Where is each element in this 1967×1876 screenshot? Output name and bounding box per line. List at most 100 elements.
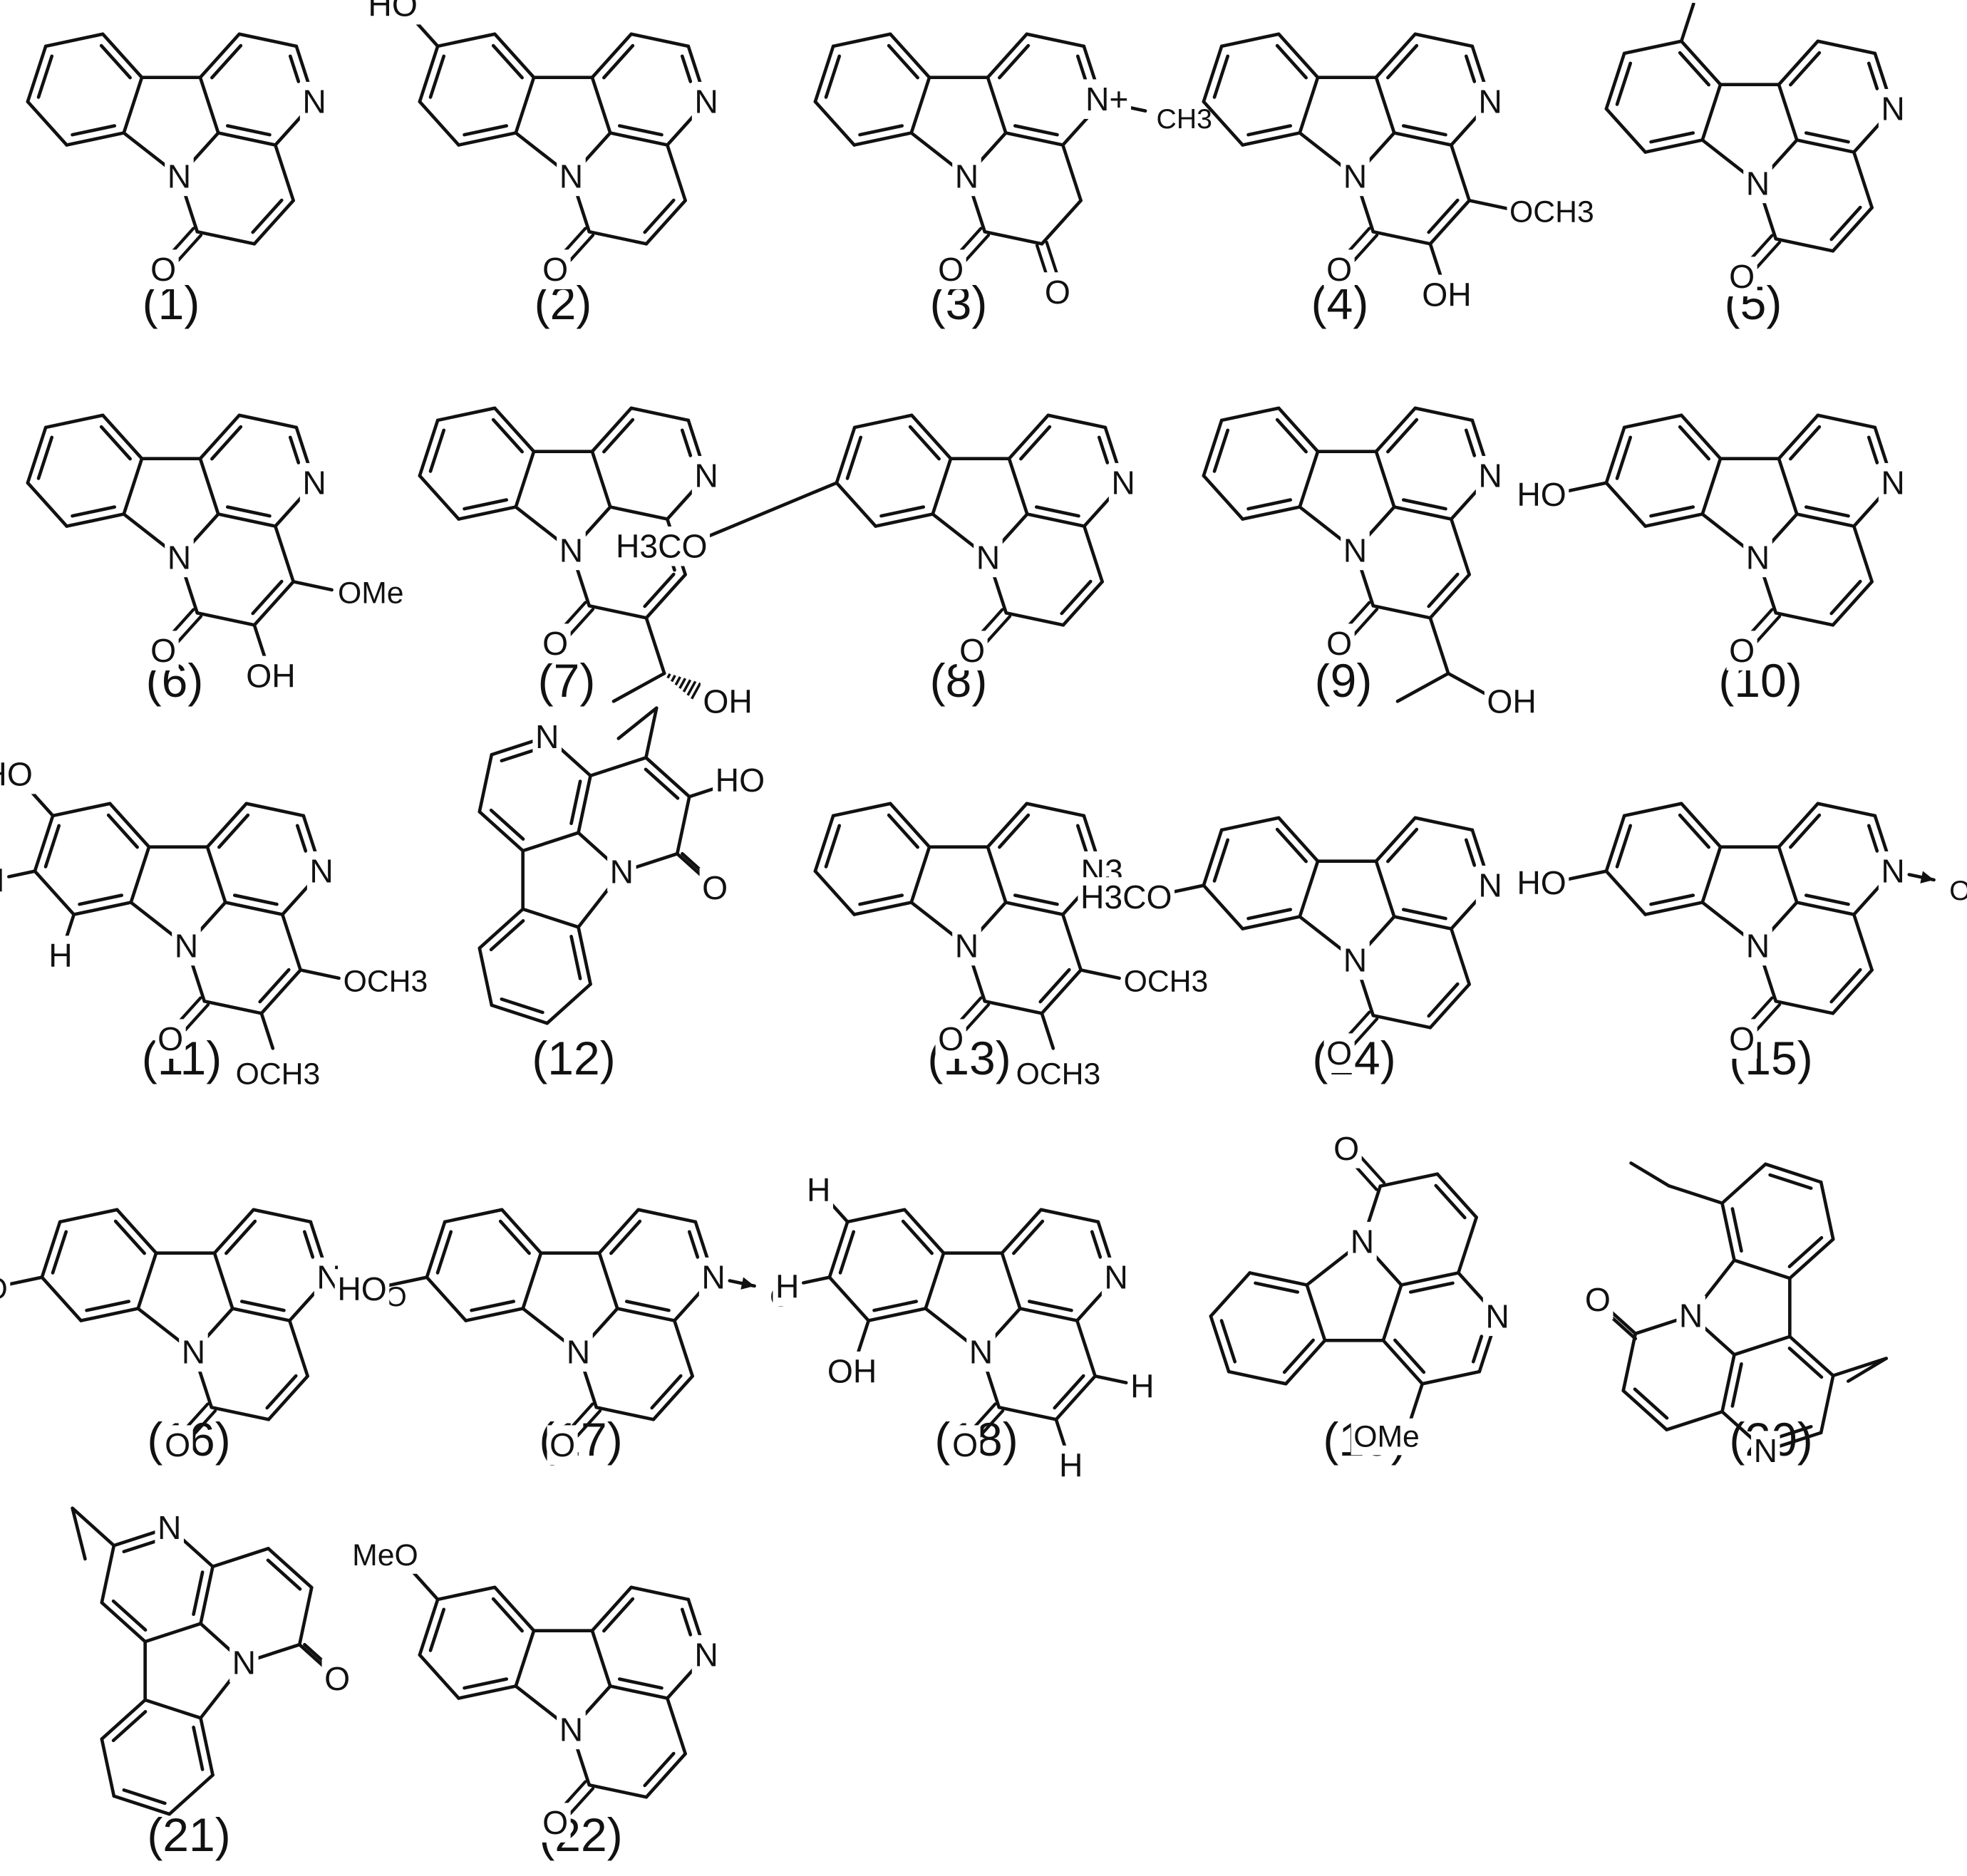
pyridine-n-label: N bbox=[535, 718, 559, 755]
indole-n-label: N bbox=[567, 1333, 590, 1370]
hydrogen-label: H bbox=[1059, 1447, 1083, 1484]
carbonyl-o-label: O bbox=[952, 1426, 978, 1463]
indole-n-label: N bbox=[182, 1333, 205, 1370]
carbonyl-o-label: O bbox=[1326, 625, 1352, 662]
hydrogen-label: H bbox=[775, 1268, 799, 1305]
methoxy-label: OCH3 bbox=[1124, 965, 1209, 999]
indole-n-label: N bbox=[559, 532, 583, 569]
compound-9: N N O OH bbox=[1202, 406, 1539, 722]
pyridine-n-label: N bbox=[694, 83, 718, 120]
carbonyl-o-label: O bbox=[938, 1020, 964, 1057]
hydroxy-label: OH bbox=[1487, 683, 1536, 720]
carbonyl-o-label: O bbox=[1326, 1035, 1352, 1072]
compound-12 bbox=[477, 735, 691, 1025]
carbonyl-o-label: O bbox=[1585, 1281, 1611, 1318]
indole-n-label: N bbox=[976, 539, 1000, 576]
carbonyl-o-label: O bbox=[549, 1426, 575, 1463]
carbonyl-o-label: O bbox=[938, 251, 964, 288]
pyridine-n-label: N bbox=[1478, 83, 1502, 120]
methoxy-label: OMe bbox=[1353, 1420, 1420, 1454]
methoxy-label: H3CO bbox=[1080, 879, 1172, 916]
carbonyl-o-label: O bbox=[324, 1660, 350, 1697]
hydroxy-label: HO bbox=[368, 0, 417, 24]
compound-16: MeONNOO bbox=[0, 1208, 410, 1465]
compound-21 bbox=[100, 1525, 314, 1816]
carbonyl-o-label: O bbox=[1729, 258, 1755, 295]
compound-1: N N O bbox=[26, 32, 329, 289]
carbonyl-o-label: O bbox=[959, 632, 985, 669]
carbonyl-o-label: O bbox=[1729, 1020, 1755, 1057]
hydroxy-label: HO bbox=[716, 762, 765, 799]
indole-n-label: N bbox=[955, 157, 979, 195]
pyridine-n-label: N bbox=[701, 1259, 725, 1296]
compound-19: OMe N N O bbox=[1209, 1129, 1512, 1456]
compound-20 bbox=[1621, 1162, 1835, 1453]
hydroxy-label: OH bbox=[703, 683, 752, 720]
pyridine-n-label: N bbox=[1485, 1297, 1509, 1335]
pyridine-n-label: N bbox=[158, 1509, 181, 1546]
hydroxy-label: OH bbox=[827, 1353, 877, 1390]
carbonyl-o-label: O bbox=[150, 251, 176, 288]
hydrogen-label: H bbox=[1130, 1367, 1154, 1404]
pyridine-n-label: N bbox=[694, 1637, 718, 1674]
compound-11: HOHHNNOOCH3OCH3 bbox=[0, 754, 430, 1093]
compound-8: H3CO N N O bbox=[613, 413, 1138, 670]
n-oxide-o-label: O bbox=[1949, 876, 1967, 906]
hydrogen-label: H bbox=[807, 1171, 830, 1208]
carbonyl-o-label: O bbox=[1333, 1130, 1359, 1167]
methoxy-label: OMe bbox=[338, 576, 404, 611]
hydrogen-label: H bbox=[48, 937, 72, 974]
carbonyl-o-label: O bbox=[542, 1804, 568, 1841]
indole-n-label: N bbox=[1746, 539, 1770, 576]
pyridine-n-label: N bbox=[302, 83, 326, 120]
indole-n-label: N bbox=[167, 539, 191, 576]
compound-12-substituents: O N HO N bbox=[532, 706, 768, 908]
hydroxy-label: OH bbox=[246, 657, 295, 694]
pyridine-n-label: N bbox=[1104, 1259, 1127, 1296]
pyridine-n-label: N bbox=[1881, 465, 1904, 502]
indole-n-label: N bbox=[1343, 532, 1367, 569]
methoxy-label: H3CO bbox=[616, 528, 708, 565]
hydroxy-label: HO bbox=[1517, 864, 1566, 901]
methoxy-label: OCH3 bbox=[1016, 1057, 1101, 1092]
hydrogen-label: H bbox=[0, 861, 4, 898]
indole-n-label: N bbox=[1351, 1223, 1374, 1260]
compound-7: N N O OH bbox=[418, 406, 755, 722]
pyridine-n-label: N bbox=[694, 457, 718, 494]
compound-number-label: (21) bbox=[147, 1808, 230, 1861]
indole-n-label: N bbox=[232, 1644, 256, 1681]
hydroxy-label: OH bbox=[1422, 276, 1471, 313]
compound-number-label: (12) bbox=[532, 1032, 615, 1084]
carbonyl-o-label: O bbox=[1045, 274, 1070, 311]
carbonyl-o-label: O bbox=[702, 869, 728, 906]
hydroxy-label: HO bbox=[0, 756, 33, 793]
carbonyl-o-label: O bbox=[542, 625, 568, 662]
carbonyl-o-label: O bbox=[165, 1426, 190, 1463]
compound-21-substituents: O N N bbox=[71, 1506, 353, 1699]
indole-n-label: N bbox=[1343, 941, 1367, 978]
indole-n-label: N bbox=[610, 854, 634, 891]
carbonyl-o-label: O bbox=[158, 1020, 183, 1057]
compound-20-substituents: NNO bbox=[1582, 1161, 1888, 1471]
indole-n-label: N bbox=[1746, 165, 1770, 202]
indole-n-label: N bbox=[175, 927, 198, 964]
pyridine-n-label: N bbox=[1111, 465, 1135, 502]
pyridine-n-label: N bbox=[1881, 90, 1904, 128]
pyridinium-n-label: N+ bbox=[1085, 81, 1128, 118]
pyridine-n-label: N bbox=[1478, 457, 1502, 494]
indole-n-label: N bbox=[969, 1333, 993, 1370]
indole-n-label: N bbox=[167, 157, 191, 195]
methoxy-label: OCH3 bbox=[344, 965, 428, 999]
pyridine-n-label: N bbox=[1754, 1432, 1777, 1469]
hydroxy-label: HO bbox=[337, 1270, 386, 1307]
